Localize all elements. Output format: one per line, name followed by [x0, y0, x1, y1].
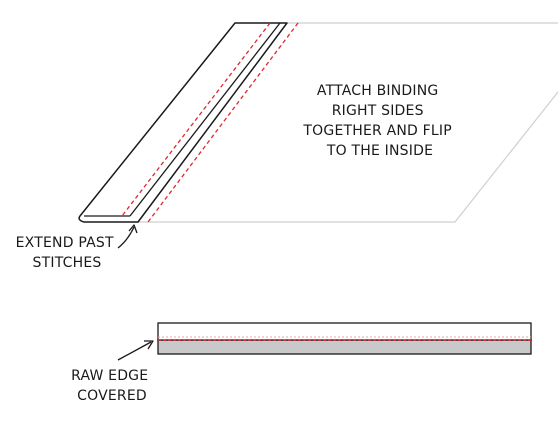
callout-raw-edge-line-1: RAW EDGE — [71, 368, 148, 384]
callout-raw-edge-line-2: COVERED — [77, 388, 147, 404]
cross-section — [157, 322, 532, 355]
instruction-line-1: ATTACH BINDING — [317, 83, 439, 99]
instruction-line-4: TO THE INSIDE — [326, 143, 433, 159]
binding-fold-line — [129, 22, 281, 217]
callout-raw-edge: RAW EDGE COVERED — [71, 340, 154, 404]
instruction-line-2: RIGHT SIDES — [332, 103, 424, 119]
callout-extend: EXTEND PAST STITCHES — [16, 224, 138, 271]
callout-raw-edge-arrow — [117, 341, 152, 361]
fabric-panel-right-edge — [132, 91, 558, 223]
callout-extend-arrowhead — [128, 224, 138, 234]
callout-raw-edge-arrowhead — [144, 340, 154, 350]
callout-raw-edge-text: RAW EDGE COVERED — [71, 368, 153, 404]
callout-extend-text: EXTEND PAST STITCHES — [16, 235, 119, 271]
binding-strip — [78, 22, 299, 223]
fabric-panel — [132, 22, 558, 223]
cross-section-underlayer — [157, 339, 532, 355]
callout-extend-arrow — [117, 226, 135, 249]
binding-strip-outline — [78, 22, 288, 223]
callout-extend-line-1: EXTEND PAST — [16, 235, 114, 251]
instruction-text: ATTACH BINDING RIGHT SIDES TOGETHER AND … — [302, 83, 456, 159]
instruction-line-3: TOGETHER AND FLIP — [302, 123, 451, 139]
callout-extend-line-2: STITCHES — [33, 255, 102, 271]
stitch-line-1 — [121, 22, 271, 217]
